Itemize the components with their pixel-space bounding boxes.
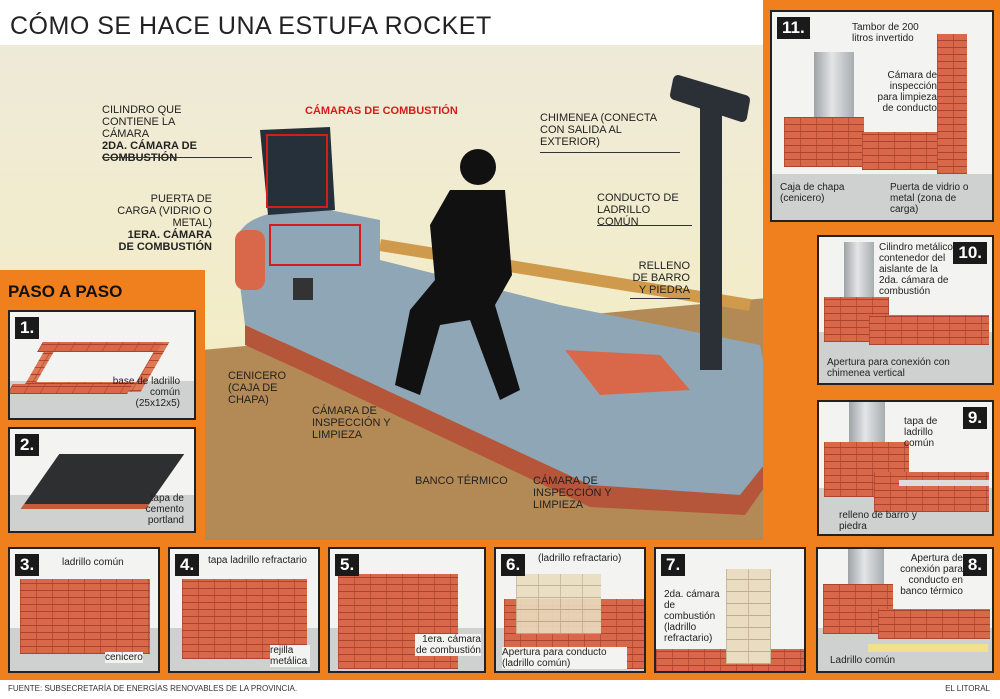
label-bench: BANCO TÉRMICO	[415, 475, 508, 487]
label-chimney: CHIMENEA (CONECTA CON SALIDA AL EXTERIOR…	[540, 112, 657, 148]
step-8-panel: 8. Apertura de conexión para conducto en…	[816, 547, 994, 673]
step-1-panel: 1. base de ladrillo común (25x12x5)	[8, 310, 196, 420]
label-duct: CONDUCTO DE LADRILLO COMÚN	[597, 192, 679, 228]
step-9-panel: 9. tapa de ladrillo común relleno de bar…	[817, 400, 994, 536]
label-load-door: PUERTA DE CARGA (VIDRIO O METAL)1era. CÁ…	[117, 193, 212, 253]
publisher-brand: EL LITORAL	[945, 684, 990, 693]
step-4-panel: 4. tapa ladrillo refractario rejilla met…	[168, 547, 320, 673]
step-7-panel: 7. 2da. cámara de combustión (ladrillo r…	[654, 547, 806, 673]
label-inspection-1: CÁMARA DE INSPECCIÓN Y LIMPIEZA	[312, 405, 391, 441]
main-illustration	[0, 45, 800, 540]
stove-drawing	[235, 75, 780, 515]
step-3-panel: 3. ladrillo común cenicero	[8, 547, 160, 673]
step-2-panel: 2. tapa de cemento portland	[8, 427, 196, 533]
label-combustion-chambers: CÁMARAS DE COMBUSTIÓN	[305, 105, 458, 117]
label-cylinder: CILINDRO QUE CONTIENE LA CÁMARA2da. CÁMA…	[102, 104, 197, 164]
chimney	[670, 75, 750, 370]
cylinder-2nd-chamber	[260, 127, 335, 215]
source-note: FUENTE: SUBSECRETARÍA DE ENERGÍAS RENOVA…	[8, 684, 298, 693]
label-fill: RELLENO DE BARRO Y PIEDRA	[632, 260, 690, 296]
step-11-panel: 11. Tambor de 200 litros invertido Cámar…	[770, 10, 994, 222]
label-ash: CENICERO (CAJA DE CHAPA)	[228, 370, 287, 406]
label-inspection-2: CÁMARA DE INSPECCIÓN Y LIMPIEZA	[533, 475, 612, 511]
page-title: CÓMO SE HACE UNA ESTUFA ROCKET	[10, 12, 492, 40]
person-silhouette	[395, 149, 520, 400]
step-by-step-heading: PASO A PASO	[8, 282, 123, 301]
step-5-panel: 5. 1era. cámara de combustión	[328, 547, 486, 673]
step-10-panel: 10. Cilindro metálico contenedor del ais…	[817, 235, 994, 385]
step-6-panel: 6. (ladrillo refractario) Apertura para …	[494, 547, 646, 673]
